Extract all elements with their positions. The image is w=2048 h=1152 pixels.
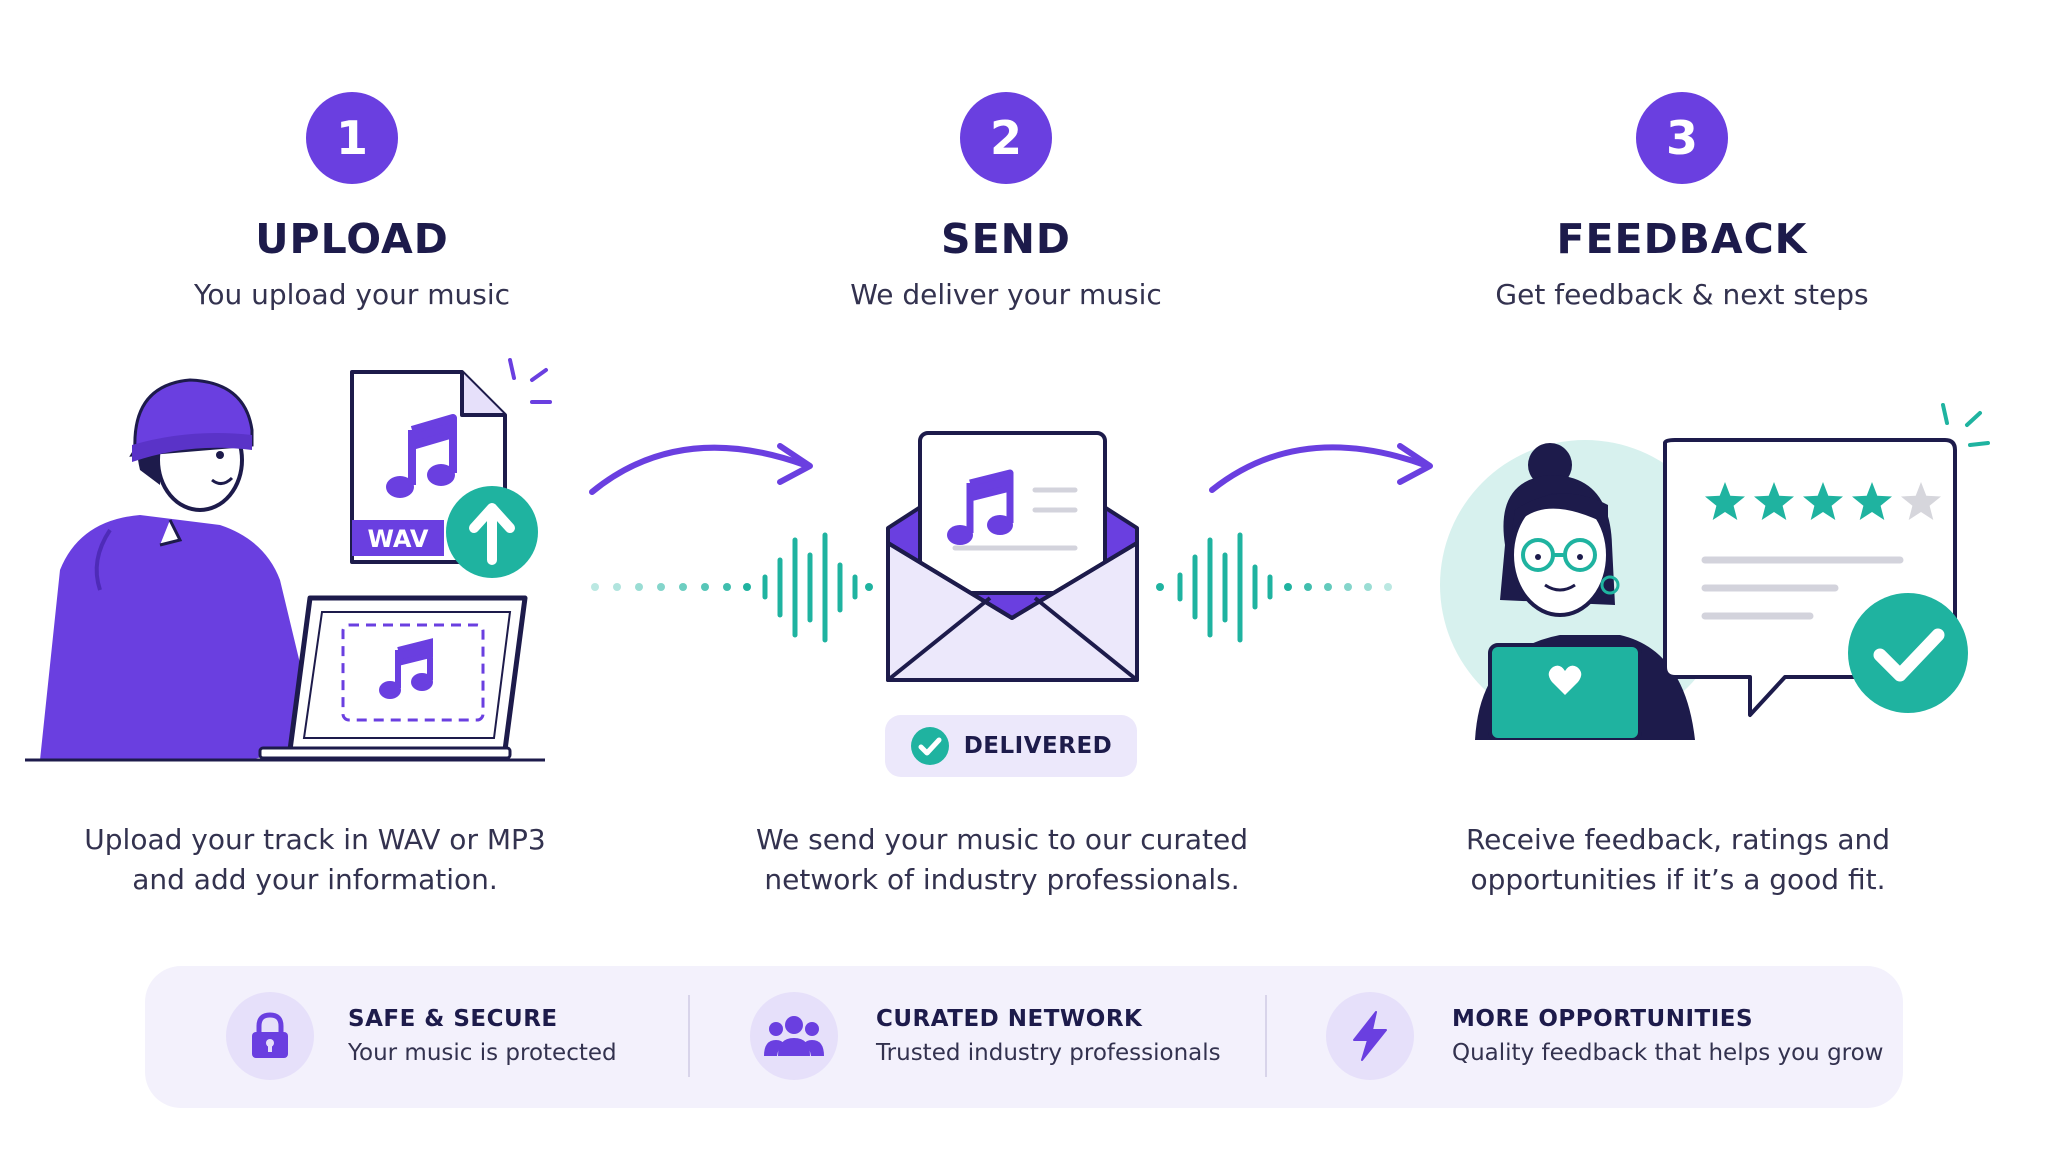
flow-arrow-1 xyxy=(589,443,813,495)
feature-2-title: CURATED NETWORK xyxy=(876,1006,1143,1032)
step-1-description-line-1: Upload your track in WAV or MP3 xyxy=(84,823,546,856)
reviewer-person xyxy=(1475,443,1695,740)
feature-1-title: SAFE & SECURE xyxy=(348,1006,558,1032)
wav-file-label: WAV xyxy=(368,525,429,553)
feature-3-subtitle: Quality feedback that helps you grow xyxy=(1452,1040,1884,1066)
feature-divider-1 xyxy=(688,995,690,1077)
step-2-title: SEND xyxy=(941,215,1071,263)
delivered-label: DELIVERED xyxy=(963,733,1113,759)
lock-icon xyxy=(226,992,314,1080)
step-2-subtitle: We deliver your music xyxy=(850,278,1162,311)
users-icon xyxy=(750,992,838,1080)
envelope-illustration xyxy=(886,431,1139,682)
lightning-icon xyxy=(1326,992,1414,1080)
feature-divider-2 xyxy=(1265,995,1267,1077)
flow-arrow-2 xyxy=(1209,443,1433,493)
feature-3-title: MORE OPPORTUNITIES xyxy=(1452,1006,1754,1032)
step-1-title: UPLOAD xyxy=(255,215,449,263)
feedback-illustration xyxy=(1440,403,1990,740)
wav-file-icon: WAV xyxy=(350,370,507,564)
check-circle-icon xyxy=(910,727,949,765)
feature-1-subtitle: Your music is protected xyxy=(348,1040,617,1066)
sound-wave-left xyxy=(591,532,873,643)
feature-2-subtitle: Trusted industry professionals xyxy=(876,1040,1221,1066)
letter-music-note-icon xyxy=(947,469,1014,545)
upload-illustration: WAV xyxy=(25,358,552,762)
star-filled-icon xyxy=(1803,482,1843,520)
step-2-badge: 2 xyxy=(960,92,1052,184)
approved-check-icon xyxy=(1848,593,1968,713)
step-3-description: Receive feedback, ratings and opportunit… xyxy=(1328,820,2028,900)
step-1-description-line-2: and add your information. xyxy=(132,863,498,896)
music-note-icon xyxy=(386,414,457,498)
step-2-description-line-2: network of industry professionals. xyxy=(764,863,1240,896)
sound-wave-right xyxy=(1156,532,1392,643)
step-3-badge: 3 xyxy=(1636,92,1728,184)
step-3-title: FEEDBACK xyxy=(1556,215,1808,263)
star-rating xyxy=(1705,482,1941,520)
star-empty-icon xyxy=(1901,482,1941,520)
heart-icon xyxy=(1548,665,1582,695)
step-2-description: We send your music to our curated networ… xyxy=(652,820,1352,900)
star-filled-icon xyxy=(1852,482,1892,520)
star-filled-icon xyxy=(1754,482,1794,520)
step-3-subtitle: Get feedback & next steps xyxy=(1495,278,1869,311)
person-uploading xyxy=(40,378,376,760)
step-1-description: Upload your track in WAV or MP3 and add … xyxy=(0,820,665,900)
step-3-description-line-2: opportunities if it’s a good fit. xyxy=(1470,863,1886,896)
delivered-badge: DELIVERED xyxy=(885,715,1137,777)
step-1-badge: 1 xyxy=(306,92,398,184)
step-3-description-line-1: Receive feedback, ratings and xyxy=(1465,823,1891,856)
upload-arrow-icon xyxy=(446,486,538,578)
star-filled-icon xyxy=(1705,482,1745,520)
features-banner xyxy=(145,966,1903,1108)
step-1-subtitle: You upload your music xyxy=(193,278,511,311)
step-2-description-line-1: We send your music to our curated xyxy=(755,823,1249,856)
laptop-icon xyxy=(25,595,545,762)
